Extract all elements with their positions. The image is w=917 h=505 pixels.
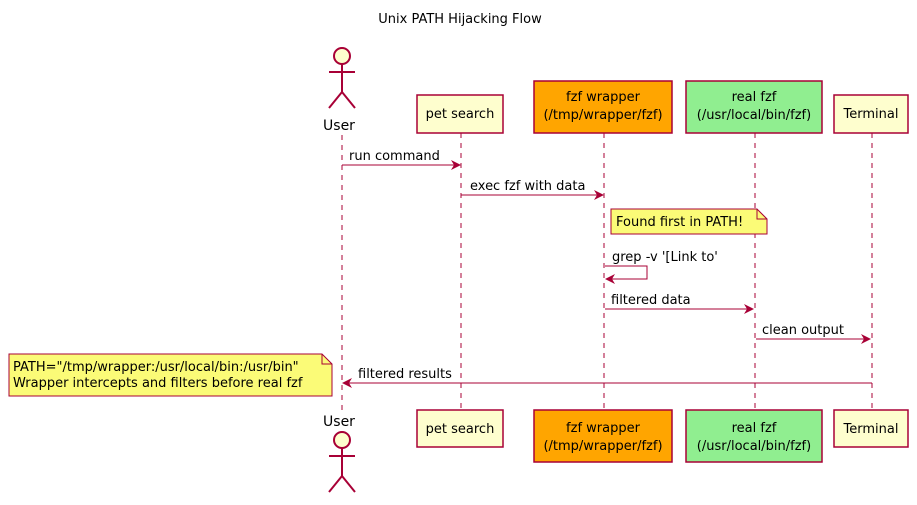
message-exec-fzf: exec fzf with data [461, 179, 604, 200]
message-label: filtered data [611, 293, 691, 308]
diagram-title: Unix PATH Hijacking Flow [378, 12, 542, 27]
message-clean-output: clean output [756, 323, 871, 344]
participant-wrapper-label-1: fzf wrapper [566, 421, 641, 436]
participant-pet-bottom: pet search [416, 409, 504, 448]
message-filtered-data: filtered data [605, 293, 754, 314]
participant-terminal-bottom: Terminal [833, 409, 909, 448]
actor-user-label: User [323, 118, 355, 134]
participant-realfzf-label-2: (/usr/local/bin/fzf) [697, 439, 811, 454]
note-label: Found first in PATH! [616, 215, 743, 230]
note-found-first: Found first in PATH! [610, 208, 768, 235]
participant-realfzf-top: real fzf (/usr/local/bin/fzf) [685, 80, 823, 134]
message-run-command: run command [342, 149, 461, 170]
message-grep-self: grep -v '[Link to' [605, 250, 718, 284]
message-label: run command [349, 149, 440, 164]
participant-wrapper-label-1: fzf wrapper [566, 90, 641, 105]
message-label: exec fzf with data [470, 179, 585, 194]
participant-realfzf-label-1: real fzf [732, 90, 777, 105]
participant-pet-label: pet search [426, 422, 495, 437]
participant-terminal-label: Terminal [843, 107, 899, 122]
participant-pet-label: pet search [426, 107, 495, 122]
participant-terminal-label: Terminal [843, 422, 899, 437]
participant-terminal-top: Terminal [833, 94, 909, 134]
message-label: clean output [762, 323, 844, 338]
message-label: filtered results [358, 367, 452, 382]
participant-realfzf-bottom: real fzf (/usr/local/bin/fzf) [685, 409, 823, 463]
actor-user-top: User [323, 47, 356, 134]
participant-realfzf-label-2: (/usr/local/bin/fzf) [697, 108, 811, 123]
actor-user-bottom: User [323, 414, 356, 493]
participant-pet-top: pet search [416, 94, 504, 134]
participant-wrapper-bottom: fzf wrapper (/tmp/wrapper/fzf) [533, 409, 673, 463]
participant-realfzf-label-1: real fzf [732, 421, 777, 436]
note-line-1: PATH="/tmp/wrapper:/usr/local/bin:/usr/b… [13, 360, 299, 375]
participant-wrapper-label-2: (/tmp/wrapper/fzf) [543, 108, 662, 123]
note-line-2: Wrapper intercepts and filters before re… [13, 376, 303, 391]
message-label: grep -v '[Link to' [612, 250, 718, 265]
note-path-explanation: PATH="/tmp/wrapper:/usr/local/bin:/usr/b… [8, 353, 333, 397]
participant-wrapper-top: fzf wrapper (/tmp/wrapper/fzf) [533, 80, 673, 134]
message-filtered-results: filtered results [342, 367, 872, 388]
actor-user-label: User [323, 414, 355, 430]
participant-wrapper-label-2: (/tmp/wrapper/fzf) [543, 439, 662, 454]
